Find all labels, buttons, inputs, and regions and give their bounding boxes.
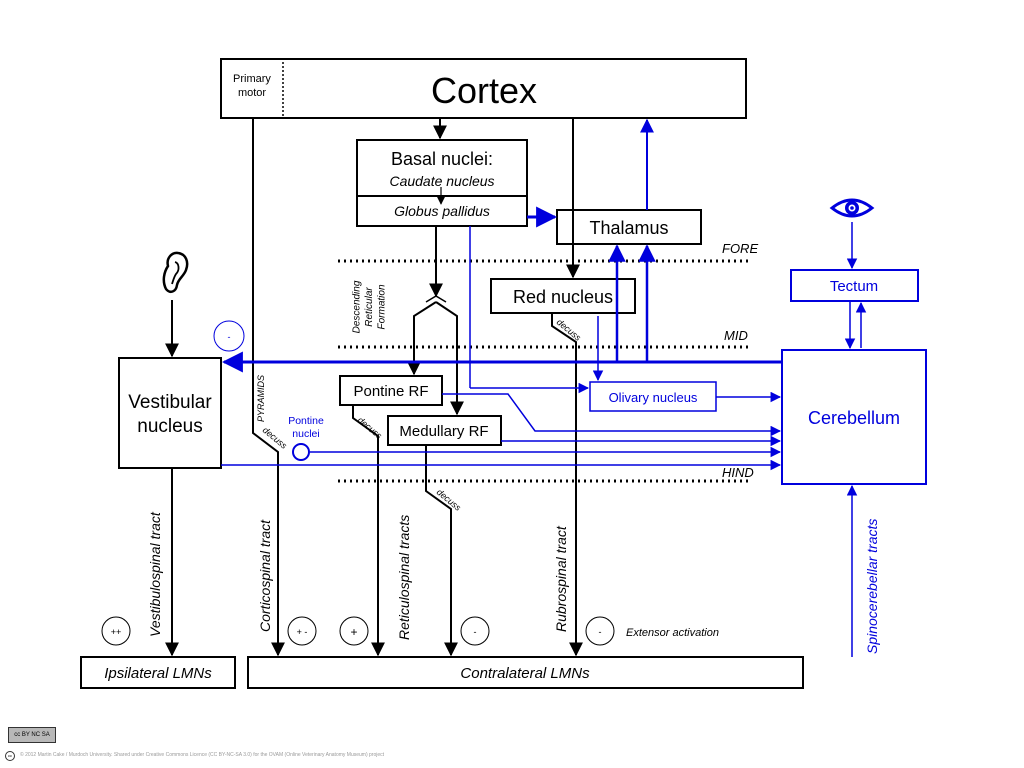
sign-pontine: + bbox=[339, 616, 369, 646]
spinocerebellar-label: Spinocerebellar tracts bbox=[864, 519, 880, 654]
pontine-rf-to-cerebellum bbox=[442, 393, 782, 437]
medullary-rf-label: Medullary RF bbox=[399, 423, 488, 440]
ipsilateral-lmn-node: Ipsilateral LMNs bbox=[80, 656, 236, 689]
globus-pallidus-label: Globus pallidus bbox=[394, 203, 490, 219]
tectum-node: Tectum bbox=[790, 269, 919, 302]
text-line: motor bbox=[238, 87, 266, 99]
hind-label: HIND bbox=[722, 465, 754, 480]
svg-text:++: ++ bbox=[111, 627, 122, 637]
pontine-nuclei-relay bbox=[292, 443, 310, 461]
corticospinal-label: Corticospinal tract bbox=[257, 519, 273, 632]
cortex-node: Primary motor Cortex bbox=[220, 58, 747, 119]
sign-tectal: - bbox=[213, 320, 245, 352]
caudate-label: Caudate nucleus bbox=[389, 173, 494, 189]
cc-license-badge: cc BY NC SA bbox=[8, 727, 56, 743]
rf-to-pontine bbox=[407, 301, 437, 376]
thalamus-label: Thalamus bbox=[589, 218, 668, 238]
medullary-reticulospinal-path bbox=[425, 445, 458, 657]
text-line: Primary bbox=[233, 73, 271, 85]
thalamus-node: Thalamus bbox=[556, 209, 702, 245]
pontine-rf-node: Pontine RF bbox=[339, 375, 443, 406]
text-line: nucleus bbox=[137, 416, 203, 437]
cc-small-icon: cc bbox=[5, 751, 15, 761]
reticulospinal-label: Reticulospinal tracts bbox=[396, 515, 412, 640]
text-line: Descending bbox=[352, 280, 363, 333]
sign-vestibulo: ++ bbox=[101, 616, 131, 646]
sign-rubro: - bbox=[585, 616, 615, 646]
ipsilateral-label: Ipsilateral LMNs bbox=[104, 665, 212, 682]
text-line: Vestibular bbox=[128, 392, 212, 413]
black-pathways bbox=[165, 118, 583, 657]
extensor-activation-label: Extensor activation bbox=[626, 627, 719, 639]
decuss-label-pontine: decuss bbox=[356, 415, 385, 441]
decuss-label-pyramid: decuss bbox=[261, 425, 290, 451]
primary-motor-label: Primary motor bbox=[233, 73, 271, 99]
rf-to-medullary bbox=[435, 301, 464, 416]
red-nucleus-node: Red nucleus bbox=[490, 278, 636, 314]
eye-icon bbox=[829, 198, 875, 218]
tectum-label: Tectum bbox=[830, 278, 878, 295]
svg-text:+: + bbox=[350, 625, 357, 639]
contralateral-label: Contralateral LMNs bbox=[460, 665, 590, 682]
mid-label: MID bbox=[724, 328, 748, 343]
sign-medullary: - bbox=[460, 616, 490, 646]
text-line: Reticular bbox=[364, 287, 375, 327]
rubrospinal-path bbox=[551, 313, 583, 657]
pontine-reticulospinal-path bbox=[352, 405, 385, 657]
pyramids-label: PYRAMIDS bbox=[256, 375, 266, 422]
svg-text:-: - bbox=[228, 332, 231, 342]
cortex-label: Cortex bbox=[431, 70, 537, 111]
basal-nuclei-node: Basal nuclei: Caudate nucleus Globus pal… bbox=[356, 139, 528, 227]
svg-text:-: - bbox=[474, 627, 477, 637]
contralateral-lmn-node: Contralateral LMNs bbox=[247, 656, 804, 689]
cerebellum-node: Cerebellum bbox=[781, 349, 927, 485]
blue-pathways bbox=[221, 118, 867, 657]
pyramid-corticospinal bbox=[252, 118, 285, 657]
olivary-label: Olivary nucleus bbox=[609, 390, 698, 405]
vestibulospinal-label: Vestibulospinal tract bbox=[147, 511, 163, 637]
pontine-rf-label: Pontine RF bbox=[353, 383, 428, 400]
sign-cortico: + - bbox=[287, 616, 317, 646]
fore-label: FORE bbox=[722, 241, 758, 256]
olivary-nucleus-node: Olivary nucleus bbox=[589, 381, 717, 412]
basal-nuclei-label: Basal nuclei: bbox=[391, 149, 493, 169]
vestibular-label: Vestibular nucleus bbox=[128, 392, 212, 437]
svg-text:-: - bbox=[599, 627, 602, 637]
rf-junction bbox=[425, 295, 447, 303]
cerebellum-label: Cerebellum bbox=[808, 408, 900, 428]
medullary-rf-node: Medullary RF bbox=[387, 415, 502, 446]
text-line: Pontine bbox=[288, 415, 324, 427]
red-nucleus-label: Red nucleus bbox=[513, 287, 613, 307]
rubrospinal-label: Rubrospinal tract bbox=[553, 525, 569, 632]
footer-credit: © 2012 Martin Cake / Murdoch University.… bbox=[20, 752, 385, 758]
ear-icon bbox=[162, 251, 189, 294]
vestibular-nucleus-node: Vestibular nucleus bbox=[118, 357, 222, 469]
text-line: Formation bbox=[377, 284, 388, 329]
svg-text:+ -: + - bbox=[297, 627, 308, 637]
text-line: nuclei bbox=[292, 428, 319, 440]
